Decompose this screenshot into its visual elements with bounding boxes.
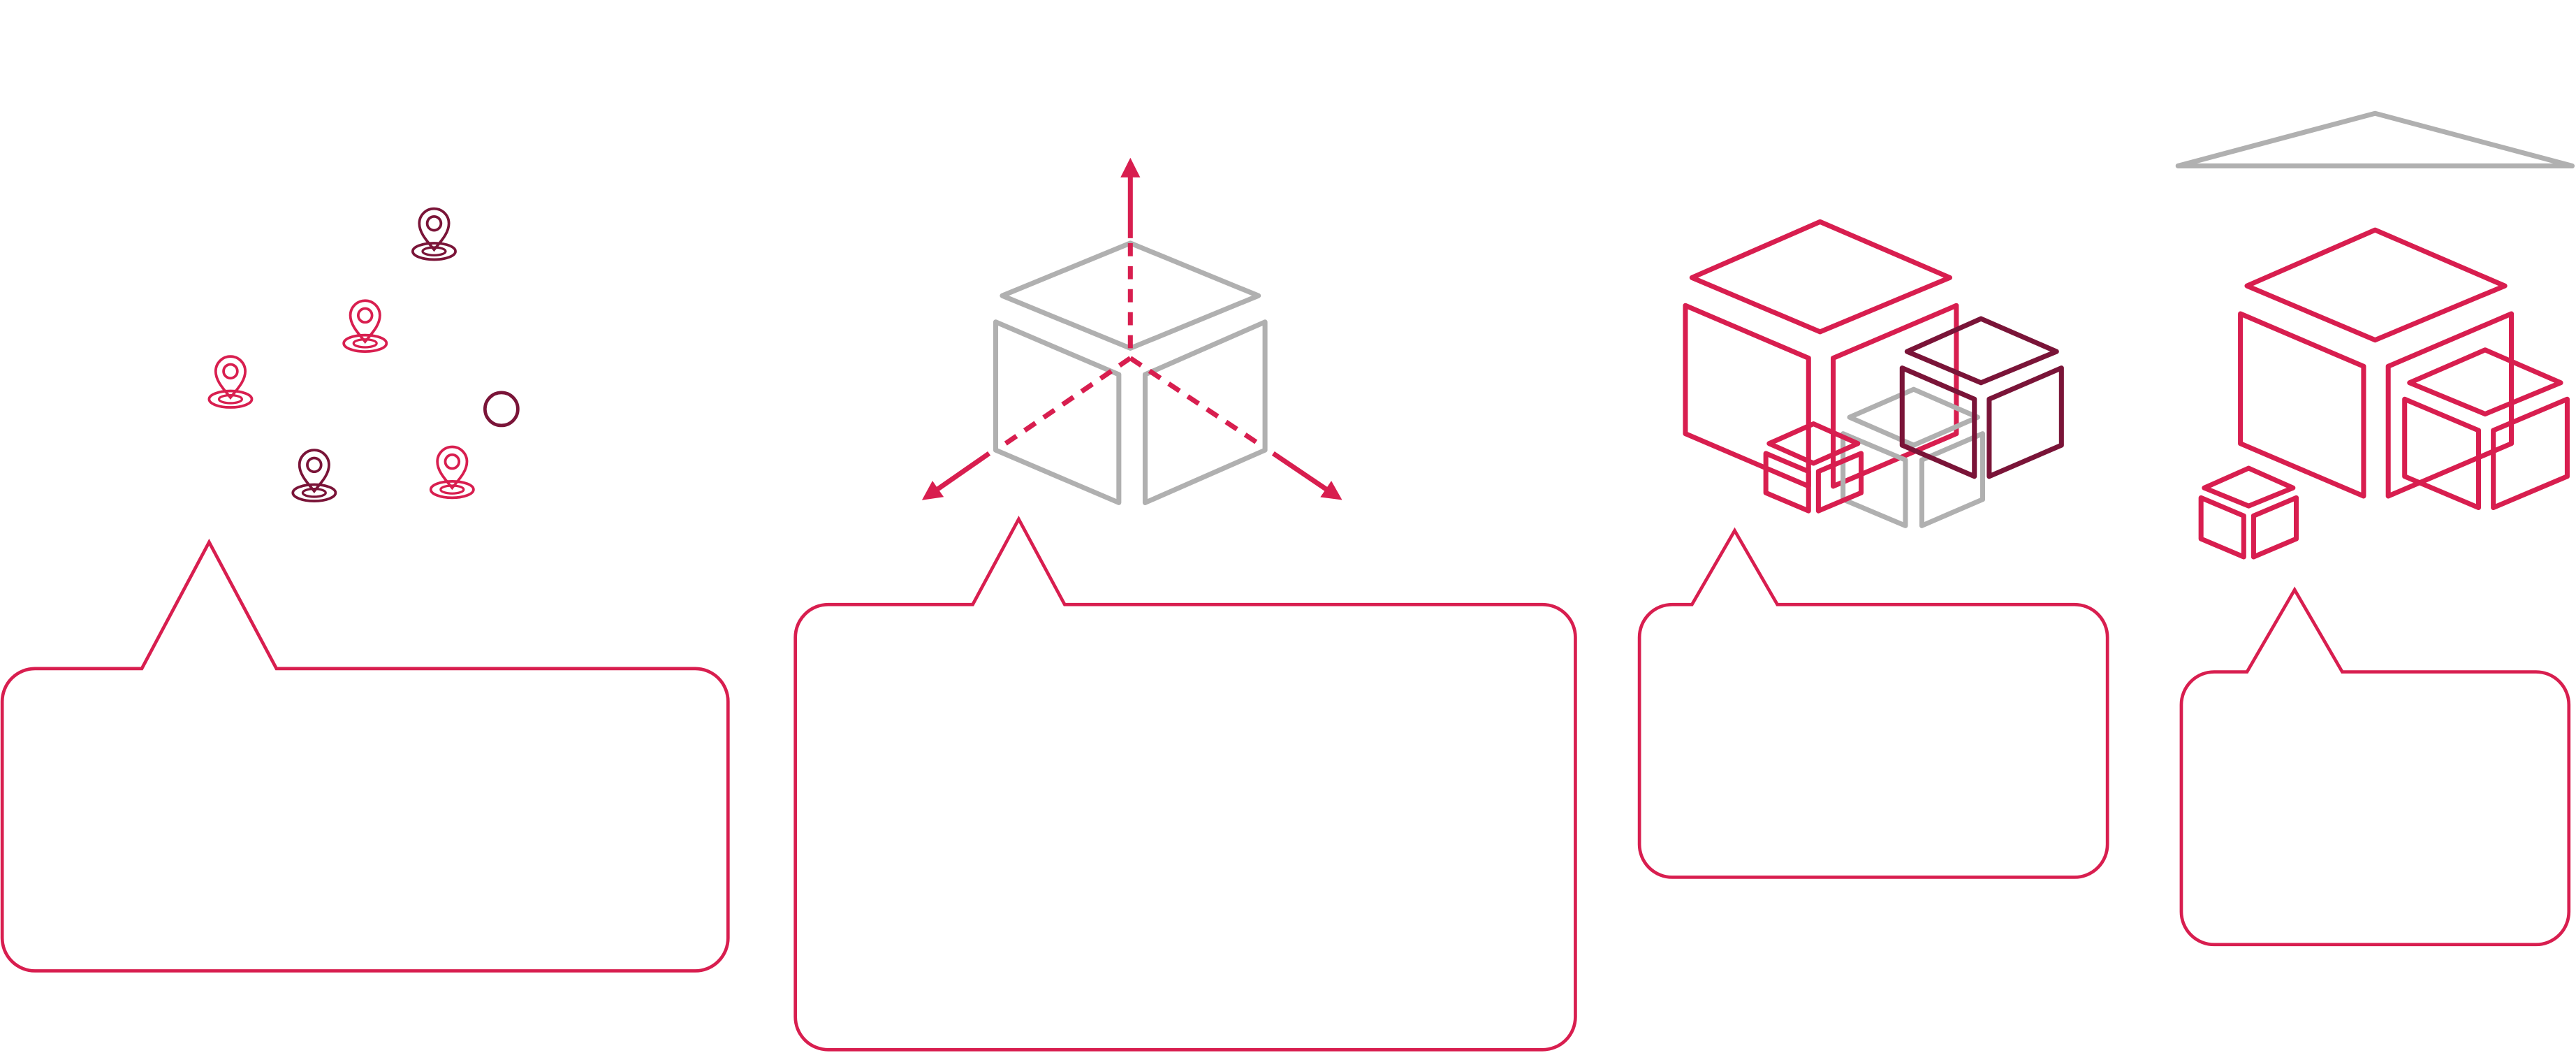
location-pins-icon [207,207,520,502]
pin-icon [291,449,337,502]
roofed-cubes-icon [2175,110,2575,560]
callout-bubble-axes [793,515,1577,1052]
pin-icon [342,299,388,353]
pin-icon [207,355,254,409]
3d-axes-cube-icon [921,157,1342,505]
pin-icon [411,207,457,261]
pin-icon [429,445,475,500]
callout-bubble-stacked-cubes [1637,527,2109,879]
callout-bubble-locations [0,538,730,973]
axis-arrow-left-icon [921,451,991,500]
axis-arrow-right-icon [1271,451,1342,500]
callout-bubble-roofed-cubes [2179,586,2571,947]
location-dot-icon [483,391,520,428]
stacked-cubes-icon [1683,219,2064,528]
